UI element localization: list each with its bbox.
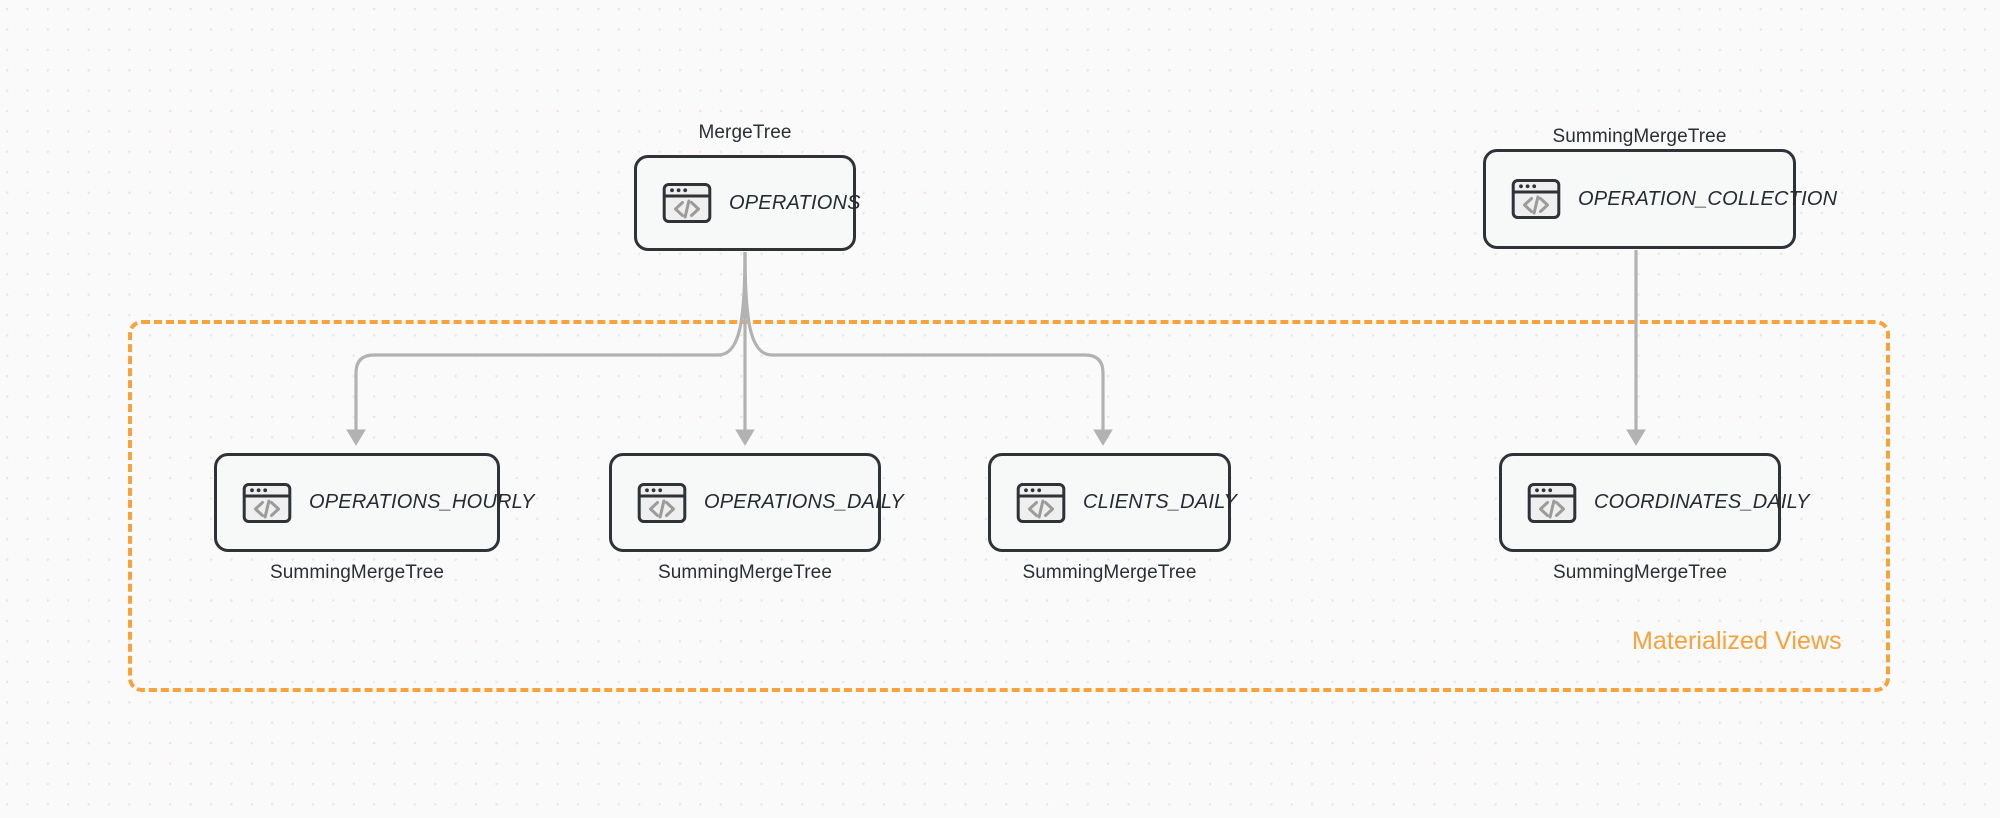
node-title-operations-hourly: OPERATIONS_HOURLY bbox=[309, 491, 535, 513]
code-window-icon bbox=[636, 477, 688, 529]
materialized-views-label: Materialized Views bbox=[1632, 627, 1842, 655]
code-window-icon bbox=[661, 177, 713, 229]
node-coordinates-daily[interactable]: COORDINATES_DAILY bbox=[1499, 453, 1809, 552]
node-operations-hourly[interactable]: OPERATIONS_HOURLY bbox=[214, 453, 534, 552]
node-title-operations: OPERATIONS bbox=[729, 191, 861, 214]
node-engine-above-operations: MergeTree bbox=[698, 122, 792, 143]
node-engine-below-clients-daily: SummingMergeTree bbox=[1022, 562, 1197, 583]
node-title-coordinates-daily: COORDINATES_DAILY bbox=[1594, 491, 1810, 513]
node-operations[interactable]: OPERATIONS bbox=[634, 155, 860, 251]
node-engine-below-coordinates-daily: SummingMergeTree bbox=[1552, 562, 1728, 583]
node-engine-below-operations-daily: SummingMergeTree bbox=[657, 562, 833, 583]
code-window-icon bbox=[1015, 477, 1067, 529]
node-engine-below-operations-hourly: SummingMergeTree bbox=[269, 562, 445, 583]
node-engine-above-operation-collection: SummingMergeTree bbox=[1552, 126, 1727, 147]
code-window-icon bbox=[1526, 477, 1578, 529]
code-window-icon bbox=[1510, 173, 1562, 225]
node-title-clients-daily: CLIENTS_DAILY bbox=[1083, 491, 1238, 513]
node-operations-daily[interactable]: OPERATIONS_DAILY bbox=[609, 453, 904, 552]
node-clients-daily[interactable]: CLIENTS_DAILY bbox=[988, 453, 1237, 552]
node-operation-collection[interactable]: OPERATION_COLLECTION bbox=[1483, 149, 1837, 249]
code-window-icon bbox=[241, 477, 293, 529]
node-title-operation-collection: OPERATION_COLLECTION bbox=[1578, 187, 1838, 210]
node-title-operations-daily: OPERATIONS_DAILY bbox=[704, 491, 904, 513]
